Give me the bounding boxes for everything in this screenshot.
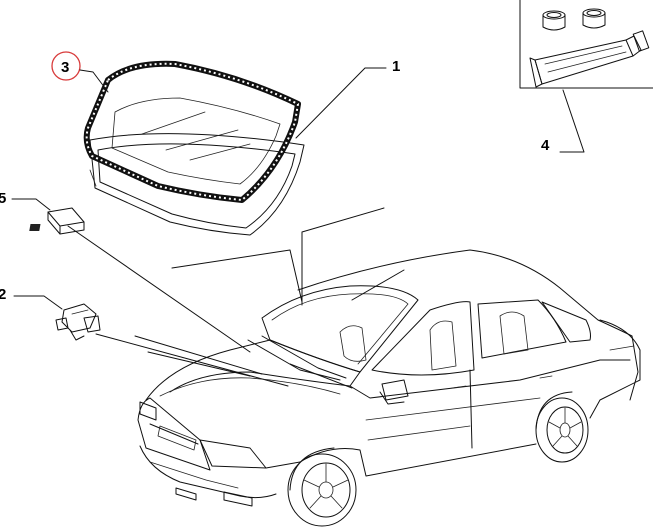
- callout-5: 5: [0, 190, 6, 207]
- retaining-clip-icon: [55, 303, 101, 341]
- callout-4: 4: [541, 137, 550, 154]
- windscreen-glass-icon: [89, 133, 305, 236]
- highlight-circle: [51, 51, 81, 81]
- callout-3: 3: [61, 59, 69, 76]
- callout-1: 1: [392, 58, 400, 75]
- front-wheel: [287, 447, 357, 527]
- callout-2: 2: [0, 286, 6, 303]
- rear-wheel: [535, 391, 589, 463]
- leader-lines: [67, 207, 385, 387]
- adhesive-kit-icon: [529, 8, 650, 88]
- car-sedan-icon: [137, 249, 641, 527]
- adhesive-kit-box: 4: [519, 0, 653, 154]
- spacer-block-icon: [29, 207, 85, 235]
- windscreen-seal-icon: [83, 60, 301, 203]
